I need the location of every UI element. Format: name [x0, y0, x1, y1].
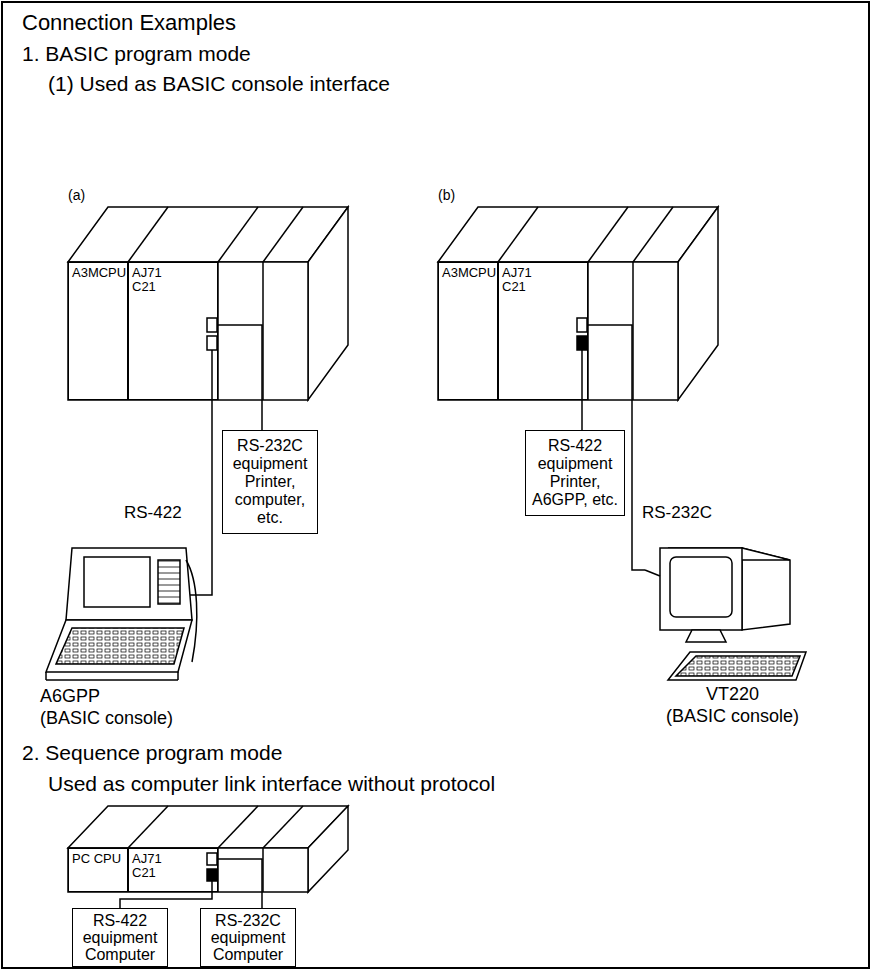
- video-terminal-part: [660, 548, 742, 630]
- portable-terminal-part: [186, 560, 197, 662]
- video-terminal-part: [676, 656, 800, 676]
- plc-rack-part: [207, 869, 217, 881]
- video-terminal-part: [670, 557, 732, 617]
- equipment-box: RS-422 equipmentPrinter, A6GPP, etc.: [525, 430, 625, 516]
- plc-rack-part: [68, 262, 308, 400]
- node-text: Printer, computer, etc.: [227, 473, 313, 527]
- node-text: Printer, A6GPP, etc.: [530, 473, 620, 509]
- plc-rack-part: [211, 881, 213, 892]
- plc-rack-part: [263, 806, 303, 848]
- equipment-box: RS-422 equipmentComputer: [72, 908, 168, 967]
- cable-label: RS-232C: [640, 503, 714, 523]
- module-slot: A3MCPU: [438, 262, 498, 400]
- figure-tag: (a): [68, 186, 85, 204]
- portable-terminal-part: [84, 557, 150, 607]
- portable-terminal-part: [177, 672, 179, 680]
- section-heading: 2. Sequence program mode: [22, 740, 282, 765]
- plc-rack-part: [577, 336, 587, 350]
- portable-terminal-part: [45, 672, 47, 680]
- plc-rack-part: [68, 806, 348, 848]
- plc-rack-part: [211, 350, 213, 400]
- node-heading: AJ71 C21: [502, 266, 542, 294]
- video-terminal: [645, 548, 806, 680]
- plc-rack-part: [308, 806, 348, 892]
- plc-rack-part: [218, 207, 258, 262]
- node-heading: RS-232C equipment: [227, 437, 313, 473]
- node-heading: VT220: [645, 683, 820, 705]
- figure-tag: (b): [438, 186, 455, 204]
- portable-terminal-part: [190, 594, 200, 596]
- cable-line: [218, 859, 262, 908]
- cable-line: [581, 400, 583, 430]
- node-text: Computer: [77, 946, 163, 963]
- plc-rack-part: [678, 207, 718, 400]
- node-heading: A3MCPU: [72, 266, 124, 280]
- video-terminal-part: [668, 652, 806, 680]
- plc-rack: [438, 207, 718, 400]
- plc-rack: [68, 207, 348, 400]
- portable-terminal-part: [46, 620, 192, 672]
- node-heading: RS-422 equipment: [77, 912, 163, 946]
- terminal-unit: VT220(BASIC console): [645, 535, 820, 727]
- terminal-unit: A6GPP(BASIC console): [40, 540, 200, 729]
- plc-rack-part: [581, 350, 583, 400]
- node-heading: A6GPP: [40, 685, 200, 707]
- plc-rack-part: [68, 207, 348, 262]
- plc-rack-part: [218, 806, 258, 848]
- node-heading: RS-232C equipment: [205, 912, 291, 946]
- cable-line: [200, 400, 212, 595]
- plc-rack-part: [207, 853, 217, 865]
- node-heading: AJ71 C21: [132, 266, 172, 294]
- video-terminal-part: [645, 570, 660, 576]
- video-terminal-part: [686, 630, 726, 642]
- portable-terminal-part: [56, 628, 184, 664]
- portable-terminal-part: [66, 548, 192, 620]
- module-slot: A3MCPU: [68, 262, 128, 400]
- portable-terminal: [46, 548, 200, 680]
- node-heading: AJ71 C21: [132, 852, 172, 880]
- cable-line: [218, 325, 262, 430]
- plc-rack-part: [207, 336, 217, 350]
- plc-rack-part: [438, 207, 718, 262]
- plc-rack: [68, 806, 348, 892]
- plc-rack-part: [308, 207, 348, 400]
- page-title: Connection Examples: [22, 10, 236, 36]
- plc-rack-part: [633, 207, 673, 262]
- plc-rack-part: [68, 848, 308, 892]
- plc-rack-part: [438, 262, 678, 400]
- node-heading: PC CPU: [72, 852, 124, 866]
- portable-terminal-part: [158, 560, 180, 604]
- section-subheading: (1) Used as BASIC console interface: [48, 71, 390, 96]
- node-heading: RS-422 equipment: [530, 437, 620, 473]
- plc-rack-part: [128, 806, 168, 848]
- plc-rack-part: [128, 207, 168, 262]
- section-subheading: Used as computer link interface without …: [48, 771, 495, 796]
- plc-rack-part: [498, 207, 538, 262]
- equipment-box: RS-232C equipmentComputer: [200, 908, 296, 967]
- equipment-box: RS-232C equipmentPrinter, computer, etc.: [222, 430, 318, 534]
- node-text: Computer: [205, 946, 291, 963]
- module-slot: AJ71 C21: [498, 262, 588, 400]
- plc-rack-part: [577, 318, 587, 332]
- node-heading: A3MCPU: [442, 266, 494, 280]
- module-slot: AJ71 C21: [128, 848, 218, 892]
- node-text: (BASIC console): [40, 707, 200, 729]
- node-text: (BASIC console): [645, 705, 820, 727]
- portable-terminal-part: [46, 679, 178, 681]
- module-slot: PC CPU: [68, 848, 128, 892]
- cable-label: RS-422: [122, 503, 184, 523]
- plc-rack-part: [263, 207, 303, 262]
- plc-rack-part: [207, 318, 217, 332]
- plc-rack-part: [588, 207, 628, 262]
- section-heading: 1. BASIC program mode: [22, 41, 251, 66]
- module-slot: AJ71 C21: [128, 262, 218, 400]
- cable-line: [120, 892, 212, 908]
